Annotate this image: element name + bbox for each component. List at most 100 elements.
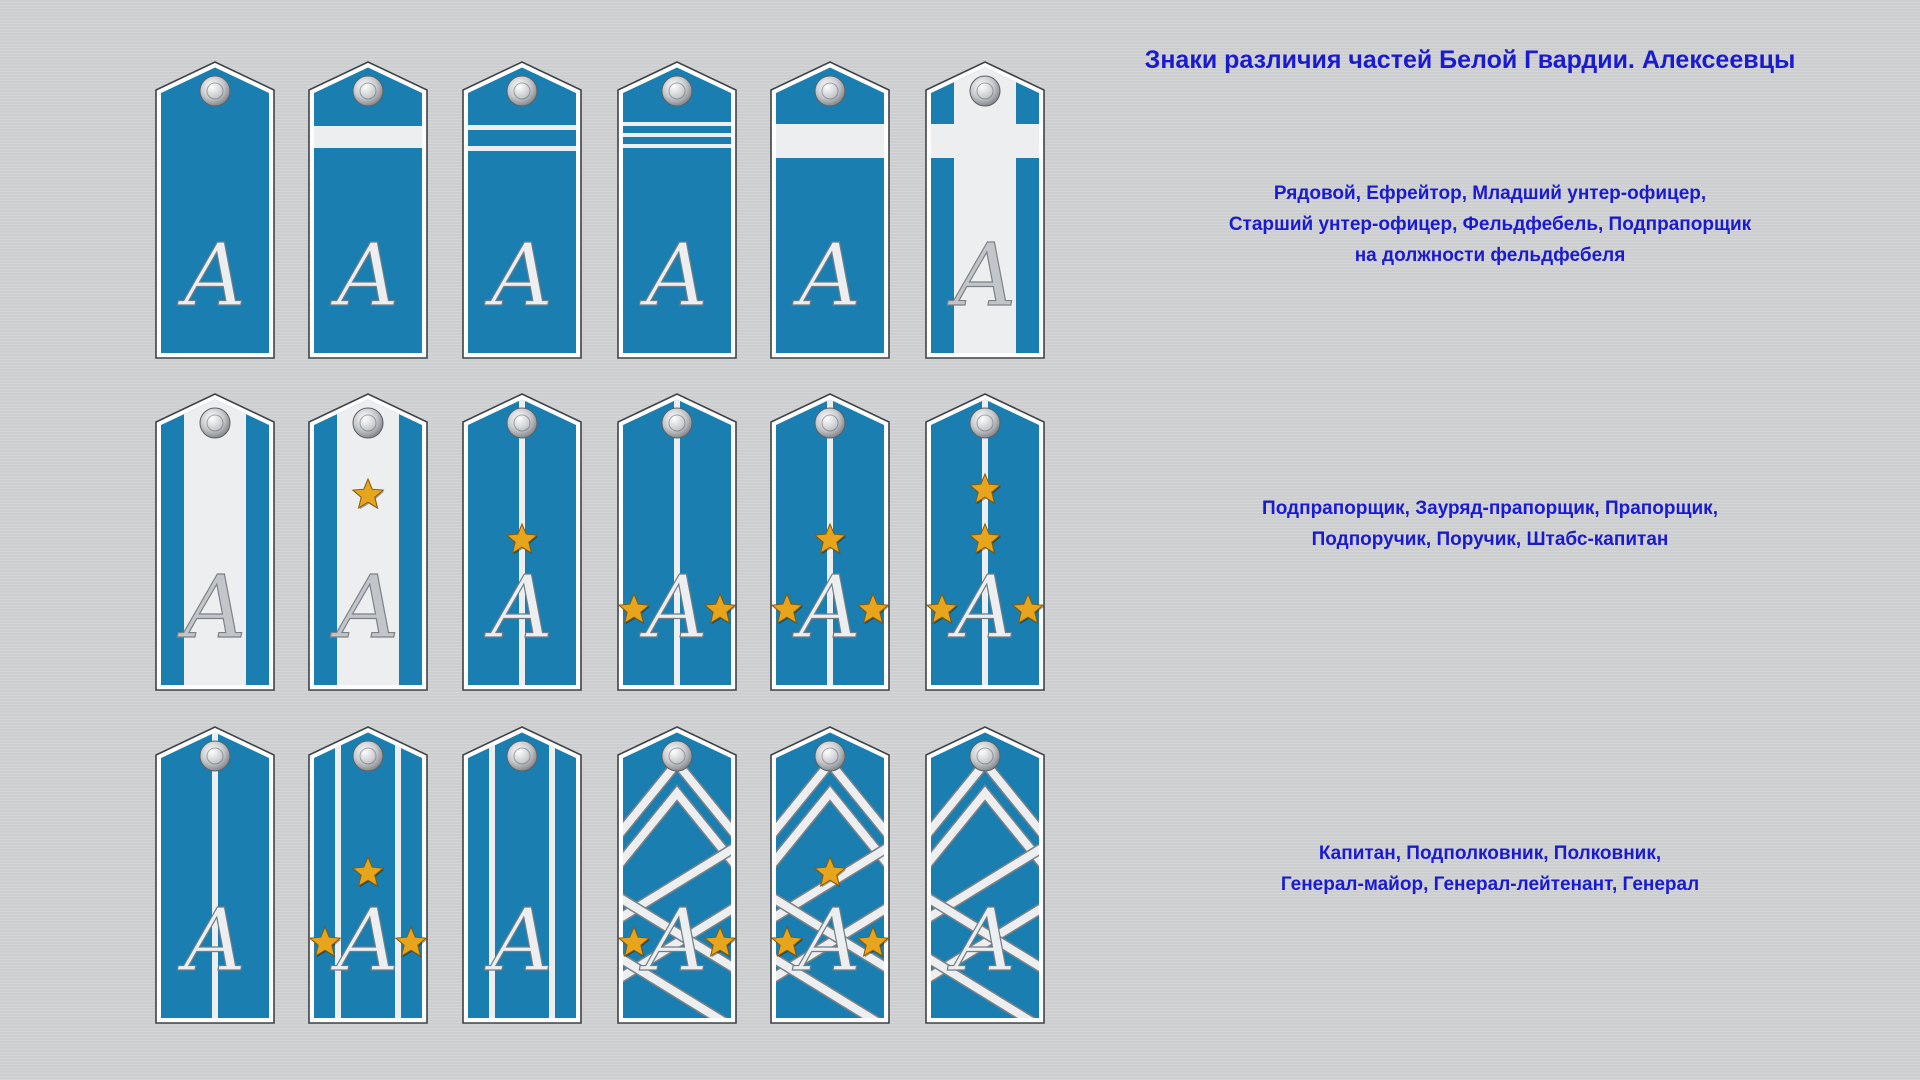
shoulder-board: А (303, 58, 433, 359)
shoulder-board-graphic: А (308, 726, 428, 1024)
shoulder-board: А (150, 58, 280, 359)
shoulder-board: А (150, 723, 280, 1024)
monogram-icon: А (638, 226, 709, 326)
button-icon (199, 740, 231, 772)
button-icon (199, 75, 231, 107)
monogram-icon: А (483, 226, 554, 326)
button-icon (969, 75, 1001, 107)
shoulder-board: А (765, 58, 895, 359)
monogram-icon: А (638, 891, 709, 991)
star-icon (703, 592, 737, 624)
button-icon (661, 740, 693, 772)
button-icon (352, 75, 384, 107)
shoulder-board: А (457, 390, 587, 691)
button-icon (199, 407, 231, 439)
monogram-icon: А (176, 558, 247, 658)
shoulder-board-graphic: А (925, 393, 1045, 691)
button-icon (506, 740, 538, 772)
monogram-icon: А (329, 558, 400, 658)
shoulder-board-graphic: А (770, 61, 890, 359)
shoulder-board-graphic: А (155, 726, 275, 1024)
button-icon (352, 407, 384, 439)
caption-line: Генерал-майор, Генерал-лейтенант, Генера… (1280, 874, 1700, 895)
monogram-icon: А (483, 891, 554, 991)
shoulder-board-graphic: А (155, 393, 275, 691)
star-icon (308, 925, 342, 957)
shoulder-board-graphic: А (462, 61, 582, 359)
monogram-icon: А (791, 558, 862, 658)
monogram-icon: А (791, 226, 862, 326)
shoulder-board: А (920, 390, 1050, 691)
button-icon (969, 740, 1001, 772)
star-icon (925, 592, 959, 624)
button-icon (814, 407, 846, 439)
shoulder-board: А (765, 723, 895, 1024)
button-icon (814, 75, 846, 107)
caption-line: Подпоручик, Поручик, Штабс-капитан (1311, 529, 1669, 550)
button-icon (661, 407, 693, 439)
caption-line: Рядовой, Ефрейтор, Младший унтер-офицер, (1273, 183, 1707, 204)
button-icon (506, 75, 538, 107)
shoulder-board-graphic: А (617, 61, 737, 359)
monogram-icon: А (946, 891, 1017, 991)
star-icon (813, 522, 847, 554)
shoulder-board: А (150, 390, 280, 691)
star-icon (617, 592, 651, 624)
monogram-icon: А (329, 226, 400, 326)
star-icon (1011, 592, 1045, 624)
caption-line: Капитан, Подполковник, Полковник, (1318, 843, 1662, 864)
shoulder-board-graphic: А (617, 726, 737, 1024)
shoulder-board: А (612, 58, 742, 359)
shoulder-board-graphic: А (770, 726, 890, 1024)
caption-line: Старший унтер-офицер, Фельдфебель, Подпр… (1228, 214, 1752, 235)
button-icon (969, 407, 1001, 439)
monogram-icon: А (946, 226, 1017, 326)
star-icon (968, 522, 1002, 554)
shoulder-board: А (303, 723, 433, 1024)
shoulder-board: А (457, 58, 587, 359)
monogram-icon: А (791, 891, 862, 991)
star-icon (703, 925, 737, 957)
shoulder-board: А (765, 390, 895, 691)
monogram-icon: А (483, 558, 554, 658)
star-icon (813, 855, 847, 887)
caption-line: на должности фельдфебеля (1354, 245, 1626, 266)
shoulder-board: А (612, 723, 742, 1024)
star-icon (856, 592, 890, 624)
button-icon (814, 740, 846, 772)
monogram-icon: А (176, 226, 247, 326)
monogram-icon: А (329, 891, 400, 991)
shoulder-board-graphic: А (155, 61, 275, 359)
shoulder-board-graphic: А (308, 61, 428, 359)
star-icon (505, 522, 539, 554)
star-icon (770, 925, 804, 957)
page-title: Знаки различия частей Белой Гвардии. Але… (1144, 46, 1796, 74)
caption-row-1: Рядовой, Ефрейтор, Младший унтер-офицер,… (1110, 178, 1870, 271)
caption-line: Подпрапорщик, Зауряд-прапорщик, Прапорщи… (1262, 498, 1718, 519)
shoulder-board-graphic: А (925, 61, 1045, 359)
monogram-icon: А (638, 558, 709, 658)
star-icon (394, 925, 428, 957)
shoulder-board: А (920, 58, 1050, 359)
star-icon (351, 477, 385, 509)
shoulder-board: А (612, 390, 742, 691)
button-icon (506, 407, 538, 439)
shoulder-board: А (920, 723, 1050, 1024)
star-icon (351, 855, 385, 887)
shoulder-board-graphic: А (925, 726, 1045, 1024)
monogram-icon: А (176, 891, 247, 991)
star-icon (770, 592, 804, 624)
caption-row-3: Капитан, Подполковник, Полковник, Генера… (1110, 838, 1870, 900)
shoulder-board: А (457, 723, 587, 1024)
shoulder-board-graphic: А (770, 393, 890, 691)
button-icon (352, 740, 384, 772)
button-icon (661, 75, 693, 107)
caption-row-2: Подпрапорщик, Зауряд-прапорщик, Прапорщи… (1110, 493, 1870, 555)
shoulder-board: А (303, 390, 433, 691)
star-icon (617, 925, 651, 957)
monogram-icon: А (946, 558, 1017, 658)
star-icon (968, 472, 1002, 504)
shoulder-board-graphic: А (308, 393, 428, 691)
star-icon (856, 925, 890, 957)
